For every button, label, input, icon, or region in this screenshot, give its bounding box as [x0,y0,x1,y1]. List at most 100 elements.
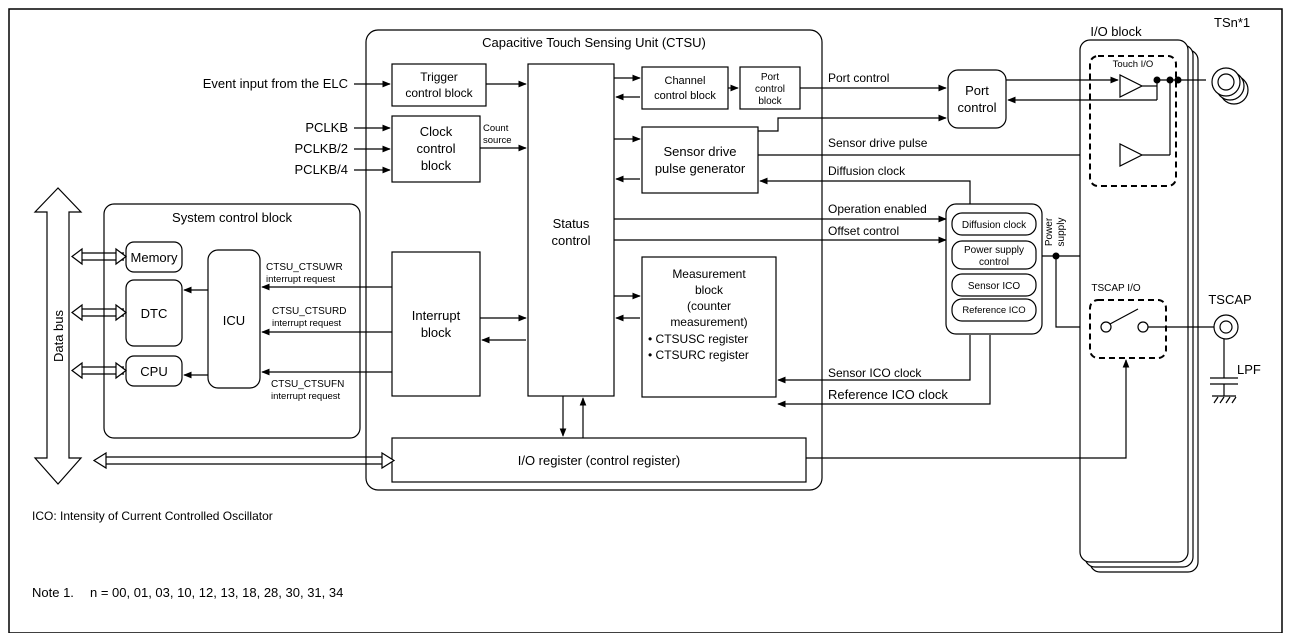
ico-note: ICO: Intensity of Current Controlled Osc… [32,509,273,523]
measure-label-1: Measurement [672,267,746,281]
signal-diffusion-clock: Diffusion clock [828,164,906,178]
clock-label-2: control [416,141,455,156]
count-source-label-2: source [483,135,512,146]
reference-ico-label: Reference ICO [962,305,1025,316]
port-control-box-label-1: Port [965,83,989,98]
measurement-block [641,256,777,398]
icu-label: ICU [223,313,245,328]
measure-label-2: block [695,283,724,297]
measure-label-5: • CTSUSC register [648,332,748,346]
icu-block [207,249,261,389]
sensor-drive-label-1: Sensor drive [664,144,737,159]
tscap-io-box [1089,299,1167,359]
diffusion-clock-box [951,212,1037,236]
int-wr-label-2: interrupt request [266,274,336,285]
trigger-label-1: Trigger [420,70,458,84]
channel-label-1: Channel [665,75,706,87]
switch-blade [1109,308,1139,325]
signal-offset-control: Offset control [828,224,899,238]
measure-label-6: • CTSURC register [648,348,749,362]
port-control-box [947,69,1007,129]
signal-sensor-drive-pulse: Sensor drive pulse [828,136,928,150]
measure-label-3: (counter [687,299,731,313]
signal-port-control: Port control [828,71,889,85]
bus-cpu-link [71,361,127,380]
memory-label: Memory [131,250,178,265]
touch-io-label: Touch I/O [1113,59,1154,70]
dtc-label: DTC [141,306,168,321]
diffusion-clock-label: Diffusion clock [962,220,1027,231]
measure-label-4: measurement) [670,315,747,329]
int-wr-label-1: CTSU_CTSUWR [266,262,343,273]
trigger-control-block [391,63,487,107]
channel-control-block [641,66,729,110]
figure-frame [8,8,1283,633]
pclkb2-label: PCLKB/2 [295,141,348,156]
io-register-label: I/O register (control register) [518,453,681,468]
pcb-label-1: Port [761,72,780,83]
power-supply-vertical-1: Power [1044,217,1055,246]
clock-label-3: block [421,158,452,173]
power-supply-control-box [951,240,1037,270]
pcb-label-2: control [755,84,785,95]
bus-io-register-link [92,451,396,470]
ctsu-title: Capacitive Touch Sensing Unit (CTSU) [482,35,706,50]
io-block-title: I/O block [1090,24,1142,39]
channel-label-2: control block [654,90,716,102]
note1-text: n = 00, 01, 03, 10, 12, 13, 18, 28, 30, … [90,585,343,600]
int-fn-label-2: interrupt request [271,391,341,402]
sensor-ico-box [951,273,1037,297]
status-control-block [527,63,615,397]
tsn-pin-icon [1211,67,1249,105]
data-bus-arrow [33,187,83,485]
sensor-ico-label: Sensor ICO [968,281,1020,292]
interrupt-label-1: Interrupt [412,308,461,323]
interrupt-label-2: block [421,325,452,340]
reference-ico-box [951,298,1037,322]
system-control-title: System control block [172,210,292,225]
tscap-io-label: TSCAP I/O [1091,283,1140,294]
signal-sensor-ico-clock: Sensor ICO clock [828,366,922,380]
status-label-1: Status [553,216,590,231]
output-buffer-2 [1119,143,1144,167]
bus-dtc-link [71,303,127,322]
pclkb-label: PCLKB [305,120,348,135]
clock-label-1: Clock [420,124,453,139]
pclkb4-label: PCLKB/4 [295,162,348,177]
data-bus-label: Data bus [51,309,66,362]
switch-contact-right [1137,321,1149,333]
int-rd-label-1: CTSU_CTSURD [272,306,346,317]
power-supply-label-1: Power supply [964,245,1024,256]
count-source-label-1: Count [483,123,509,134]
lpf-capacitor-icon [1210,339,1238,404]
bus-memory-link [71,247,127,266]
clock-control-block [391,115,481,183]
tscap-label: TSCAP [1208,292,1251,307]
signal-reference-ico-clock: Reference ICO clock [828,387,948,402]
power-supply-vertical-2: supply [1056,218,1067,247]
touch-node-1 [1153,76,1161,84]
switch-contact-left [1100,321,1112,333]
trigger-label-2: control block [405,86,473,100]
sensor-drive-block [641,126,759,194]
signal-operation-enabled: Operation enabled [828,202,927,216]
touch-io-box [1089,55,1177,187]
output-buffer-1 [1119,74,1144,98]
cpu-label: CPU [140,364,167,379]
power-supply-label-2: control [979,257,1009,268]
status-label-2: control [551,233,590,248]
port-control-block [739,66,801,110]
lpf-label: LPF [1237,362,1261,377]
int-fn-label-1: CTSU_CTSUFN [271,379,344,390]
port-control-box-label-2: control [957,100,996,115]
sensor-drive-label-2: pulse generator [655,161,746,176]
tscap-pin-inner [1219,320,1233,334]
interrupt-block [391,251,481,397]
touch-node-3 [1174,76,1182,84]
pcb-label-3: block [758,96,782,107]
int-rd-label-2: interrupt request [272,318,342,329]
note1-label: Note 1. [32,585,74,600]
tsn-label: TSn*1 [1214,15,1250,30]
event-input-label: Event input from the ELC [203,76,348,91]
